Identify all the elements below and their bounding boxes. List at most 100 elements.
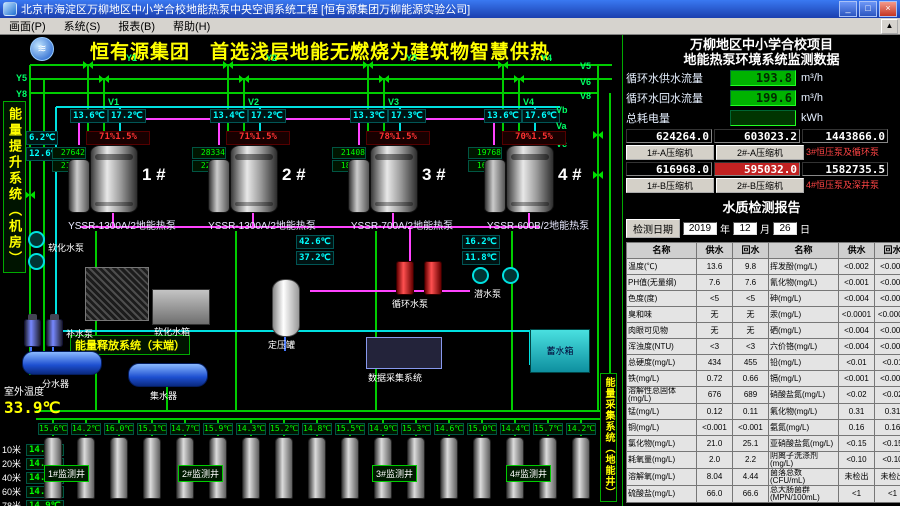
ground-well[interactable]: 14.3℃ [236, 423, 266, 499]
menu-item[interactable]: 系统(S) [63, 21, 101, 33]
temp-display: 13.4℃ [210, 109, 248, 123]
ground-well[interactable]: 15.2℃ [269, 423, 299, 499]
minimize-button[interactable]: _ [839, 1, 857, 17]
wq-cell: 9.8 [732, 258, 769, 275]
ground-well[interactable]: 15.1℃ [137, 423, 167, 499]
menu-item[interactable]: 报表(B) [118, 21, 156, 33]
wq-cell: 7.6 [696, 274, 733, 291]
total-power-row: 总耗电量 kWh [626, 108, 897, 127]
water-separator[interactable] [22, 351, 102, 375]
wq-header-cell: 名称 [626, 242, 697, 259]
ground-well[interactable]: 14.8℃ [302, 423, 332, 499]
well-temp-display: 15.9℃ [203, 423, 233, 435]
wq-cell: 色度(度) [626, 290, 697, 307]
unit-model-label: YSSR-700A/2地能热泵 [350, 221, 454, 232]
softened-water-pump[interactable] [28, 231, 45, 248]
compressor-button-row-b: 1#-B压缩机 2#-B压缩机 4#恒压泵及深井泵 [626, 178, 897, 193]
compressor-1b-button[interactable]: 1#-B压缩机 [626, 178, 714, 193]
heatpump-unit-2[interactable]: 71%1.5%28334224862 #YSSR-1300A/2地能热泵 [192, 131, 332, 235]
circulation-pump[interactable] [396, 261, 414, 295]
heatpump-unit-4[interactable]: 70%1.5%19768168444 #YSSR-600B/2地能热泵 [468, 131, 608, 235]
ground-well[interactable]: 14.6℃ [434, 423, 464, 499]
menu-item[interactable]: 帮助(H) [173, 21, 211, 33]
storage-tank[interactable]: 蓄水箱 [530, 329, 590, 373]
ground-well[interactable]: 14.2℃ [71, 423, 101, 499]
energy-collect-system-label: 能量采集系统（地能井） [600, 373, 617, 502]
test-day-field[interactable]: 26 [773, 222, 797, 235]
wq-cell: 66.6 [732, 485, 769, 503]
submersible-pump[interactable] [472, 267, 489, 284]
compressor-load-display: 70%1.5% [502, 131, 566, 145]
ground-well[interactable]: 14.9℃ [368, 423, 398, 499]
ground-well[interactable]: 15.3℃ [401, 423, 431, 499]
temp-display: 17.2℃ [108, 109, 146, 123]
data-acquisition-box[interactable] [366, 337, 442, 369]
compressor-2b-button[interactable]: 2#-B压缩机 [716, 178, 804, 193]
ground-well[interactable]: 15.9℃ [203, 423, 233, 499]
valve-label: Y5 [16, 73, 28, 83]
scroll-up-icon[interactable]: ▲ [881, 19, 898, 34]
heatpump-unit-1[interactable]: 71%1.5%27642216481 #YSSR-1300A/2地能热泵 [52, 131, 192, 235]
pressure-tank[interactable] [272, 279, 300, 337]
ground-well[interactable]: 15.0℃ [467, 423, 497, 499]
compressor-load-display: 78%1.5% [366, 131, 430, 145]
ground-well[interactable]: 14.4℃ [500, 423, 530, 499]
outdoor-temperature-value: 33.9℃ [4, 398, 61, 417]
ground-well[interactable]: 14.7℃ [170, 423, 200, 499]
pressure-tank-label: 定压罐 [268, 340, 296, 350]
close-button[interactable]: × [879, 1, 897, 17]
compressor-1a-button[interactable]: 1#-A压缩机 [626, 145, 714, 160]
compressor-button-row-a: 1#-A压缩机 2#-A压缩机 3#恒压泵及循环泵 [626, 145, 897, 160]
end-load-unit[interactable] [85, 267, 149, 321]
valve-label: Va [556, 121, 567, 131]
compressor-cylinder [68, 159, 90, 213]
wq-cell: 未检出 [874, 468, 900, 486]
water-collector-label: 集水器 [150, 391, 178, 401]
ground-well[interactable]: 15.6℃ [38, 423, 68, 499]
water-collector[interactable] [128, 363, 208, 387]
ground-well[interactable]: 16.0℃ [104, 423, 134, 499]
menu-item[interactable]: 画面(P) [9, 21, 46, 33]
return-flow-label: 循环水回水流量 [626, 92, 703, 105]
wq-cell: <0.001 [874, 370, 900, 387]
wq-cell: <3 [696, 338, 733, 355]
wq-cell: 挥发酚(mg/L) [768, 258, 839, 275]
valve-label: V4 [523, 97, 535, 107]
wq-cell: 无 [696, 306, 733, 323]
scada-main: ≋ 恒有源集团 首选浅层地能无燃烧为建筑物智慧供热 能量提升系统（机房） 能量采… [0, 35, 900, 506]
supply-flow-row: 循环水供水流量 193.8 m³/h [626, 68, 897, 87]
ground-well[interactable]: 15.5℃ [335, 423, 365, 499]
ground-well[interactable]: 15.7℃ [533, 423, 563, 499]
test-year-field[interactable]: 2019 [683, 222, 717, 235]
valve-label: Y2 [266, 53, 278, 63]
ground-well[interactable]: 14.2℃ [566, 423, 596, 499]
makeup-water-pump[interactable] [46, 314, 63, 347]
temp-display: 16.2℃ [462, 235, 500, 249]
circulation-pump[interactable] [424, 261, 442, 295]
makeup-water-pump[interactable] [24, 314, 41, 347]
well-temp-display: 15.0℃ [467, 423, 497, 435]
test-month-field[interactable]: 12 [733, 222, 757, 235]
wq-cell: 455 [732, 354, 769, 371]
submersible-pump[interactable] [502, 267, 519, 284]
wq-cell: <0.001 [838, 274, 875, 291]
title-bar[interactable]: 北京市海淀区万柳地区中小学合校地能热泵中央空调系统工程 [恒有源集团万柳能源实验… [0, 0, 900, 18]
energy-counter-row-a: 624264.0 603023.2 1443866.0 [626, 129, 897, 143]
wq-cell: 阴离子洗涤剂(mg/L) [768, 451, 839, 469]
softened-water-tank[interactable] [152, 289, 210, 325]
heatpump-unit-3[interactable]: 78%1.5%21408186423 #YSSR-700A/2地能热泵 [332, 131, 472, 235]
maximize-button[interactable]: □ [859, 1, 877, 17]
well-cylinder [110, 437, 128, 499]
softened-water-pump[interactable] [28, 253, 45, 270]
well-temp-display: 15.7℃ [533, 423, 563, 435]
supply-flow-label: 循环水供水流量 [626, 72, 703, 85]
wq-cell: 镉(mg/L) [768, 370, 839, 387]
energy-counter-row-b: 616968.0 595032.0 1582735.5 [626, 162, 897, 176]
test-date-label: 检测日期 [626, 219, 680, 238]
compressor-2a-button[interactable]: 2#-A压缩机 [716, 145, 804, 160]
